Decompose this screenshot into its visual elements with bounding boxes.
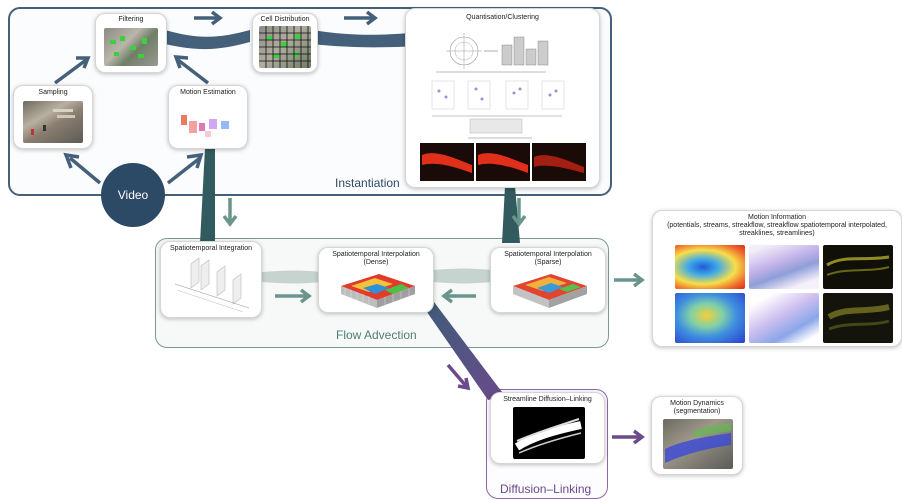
potentials-map-top xyxy=(675,245,745,289)
band-quant-sparse xyxy=(502,186,520,243)
streamlines-map-bottom xyxy=(823,293,893,343)
sampling-node: Sampling xyxy=(13,85,93,149)
band-integration-dense xyxy=(262,270,322,284)
motion-info-title-1: Motion Information xyxy=(748,214,806,221)
filtering-title: Filtering xyxy=(118,16,144,23)
interp-sparse-title-1: Spatiotemporal Interpolation xyxy=(504,251,592,258)
band-filtering-celldist xyxy=(165,30,250,50)
streaklines-map-bottom xyxy=(749,293,819,343)
motion-dynamics-title-2: (segmentation) xyxy=(673,408,721,415)
motion-dynamics-node: Motion Dynamics (segmentation) xyxy=(651,396,743,475)
interp-sparse-figure xyxy=(513,274,587,308)
spatiotemporal-integration-title: Spatiotemporal Integration xyxy=(169,245,253,252)
filtering-node: Filtering xyxy=(95,13,167,73)
band-sparse-dense xyxy=(432,268,492,284)
cell-distribution-node: Cell Distribution xyxy=(252,13,318,73)
cell-distribution-image xyxy=(259,26,311,68)
clustering-figure xyxy=(420,33,586,181)
sampling-title: Sampling xyxy=(38,89,68,96)
integration-figure xyxy=(174,257,250,313)
interpolation-sparse-node: Spatiotemporal Interpolation (Sparse) xyxy=(490,247,606,313)
filtering-image xyxy=(104,28,158,66)
sampling-image xyxy=(23,101,83,143)
instantiation-label: Instantiation xyxy=(335,176,400,190)
band-celldist-quant xyxy=(312,30,420,48)
band-motion-integration xyxy=(200,148,215,243)
streakflow-map-top xyxy=(823,245,893,289)
diffusion-linking-label: Diffusion–Linking xyxy=(500,482,592,496)
quantisation-clustering-title: Quantisation/Clustering xyxy=(466,14,539,21)
cell-distribution-title: Cell Distribution xyxy=(260,16,310,23)
interp-sparse-title-2: (Sparse) xyxy=(534,259,562,266)
motion-estimation-image xyxy=(181,115,229,137)
interpolation-dense-node: Spatiotemporal Interpolation (Dense) xyxy=(318,247,434,313)
video-start-node: Video xyxy=(101,163,165,227)
streamline-title: Streamline Diffusion–Linking xyxy=(503,396,592,403)
interp-dense-title-2: (Dense) xyxy=(363,259,389,266)
band-dense-streamline xyxy=(420,302,505,400)
motion-info-title-2: (potentials, streams, streakflow, streak… xyxy=(667,222,887,229)
flow-advection-label: Flow Advection xyxy=(336,328,417,342)
potentials-map-bottom xyxy=(675,293,745,343)
motion-information-node: Motion Information (potentials, streams,… xyxy=(652,210,902,347)
streams-map-top xyxy=(749,245,819,289)
segmentation-image xyxy=(663,419,733,469)
quantisation-clustering-node: Quantisation/Clustering xyxy=(405,8,600,188)
motion-estimation-node: Motion Estimation xyxy=(168,85,248,149)
streamline-image xyxy=(513,407,585,459)
interp-dense-title-1: Spatiotemporal Interpolation xyxy=(332,251,420,258)
streamline-diffusion-node: Streamline Diffusion–Linking xyxy=(490,392,605,464)
interp-dense-figure xyxy=(341,274,415,308)
motion-info-title-3: streaklines, streamlines) xyxy=(739,230,815,237)
motion-dynamics-title-1: Motion Dynamics xyxy=(670,400,724,407)
motion-estimation-title: Motion Estimation xyxy=(180,89,236,96)
spatiotemporal-integration-node: Spatiotemporal Integration xyxy=(160,241,262,318)
